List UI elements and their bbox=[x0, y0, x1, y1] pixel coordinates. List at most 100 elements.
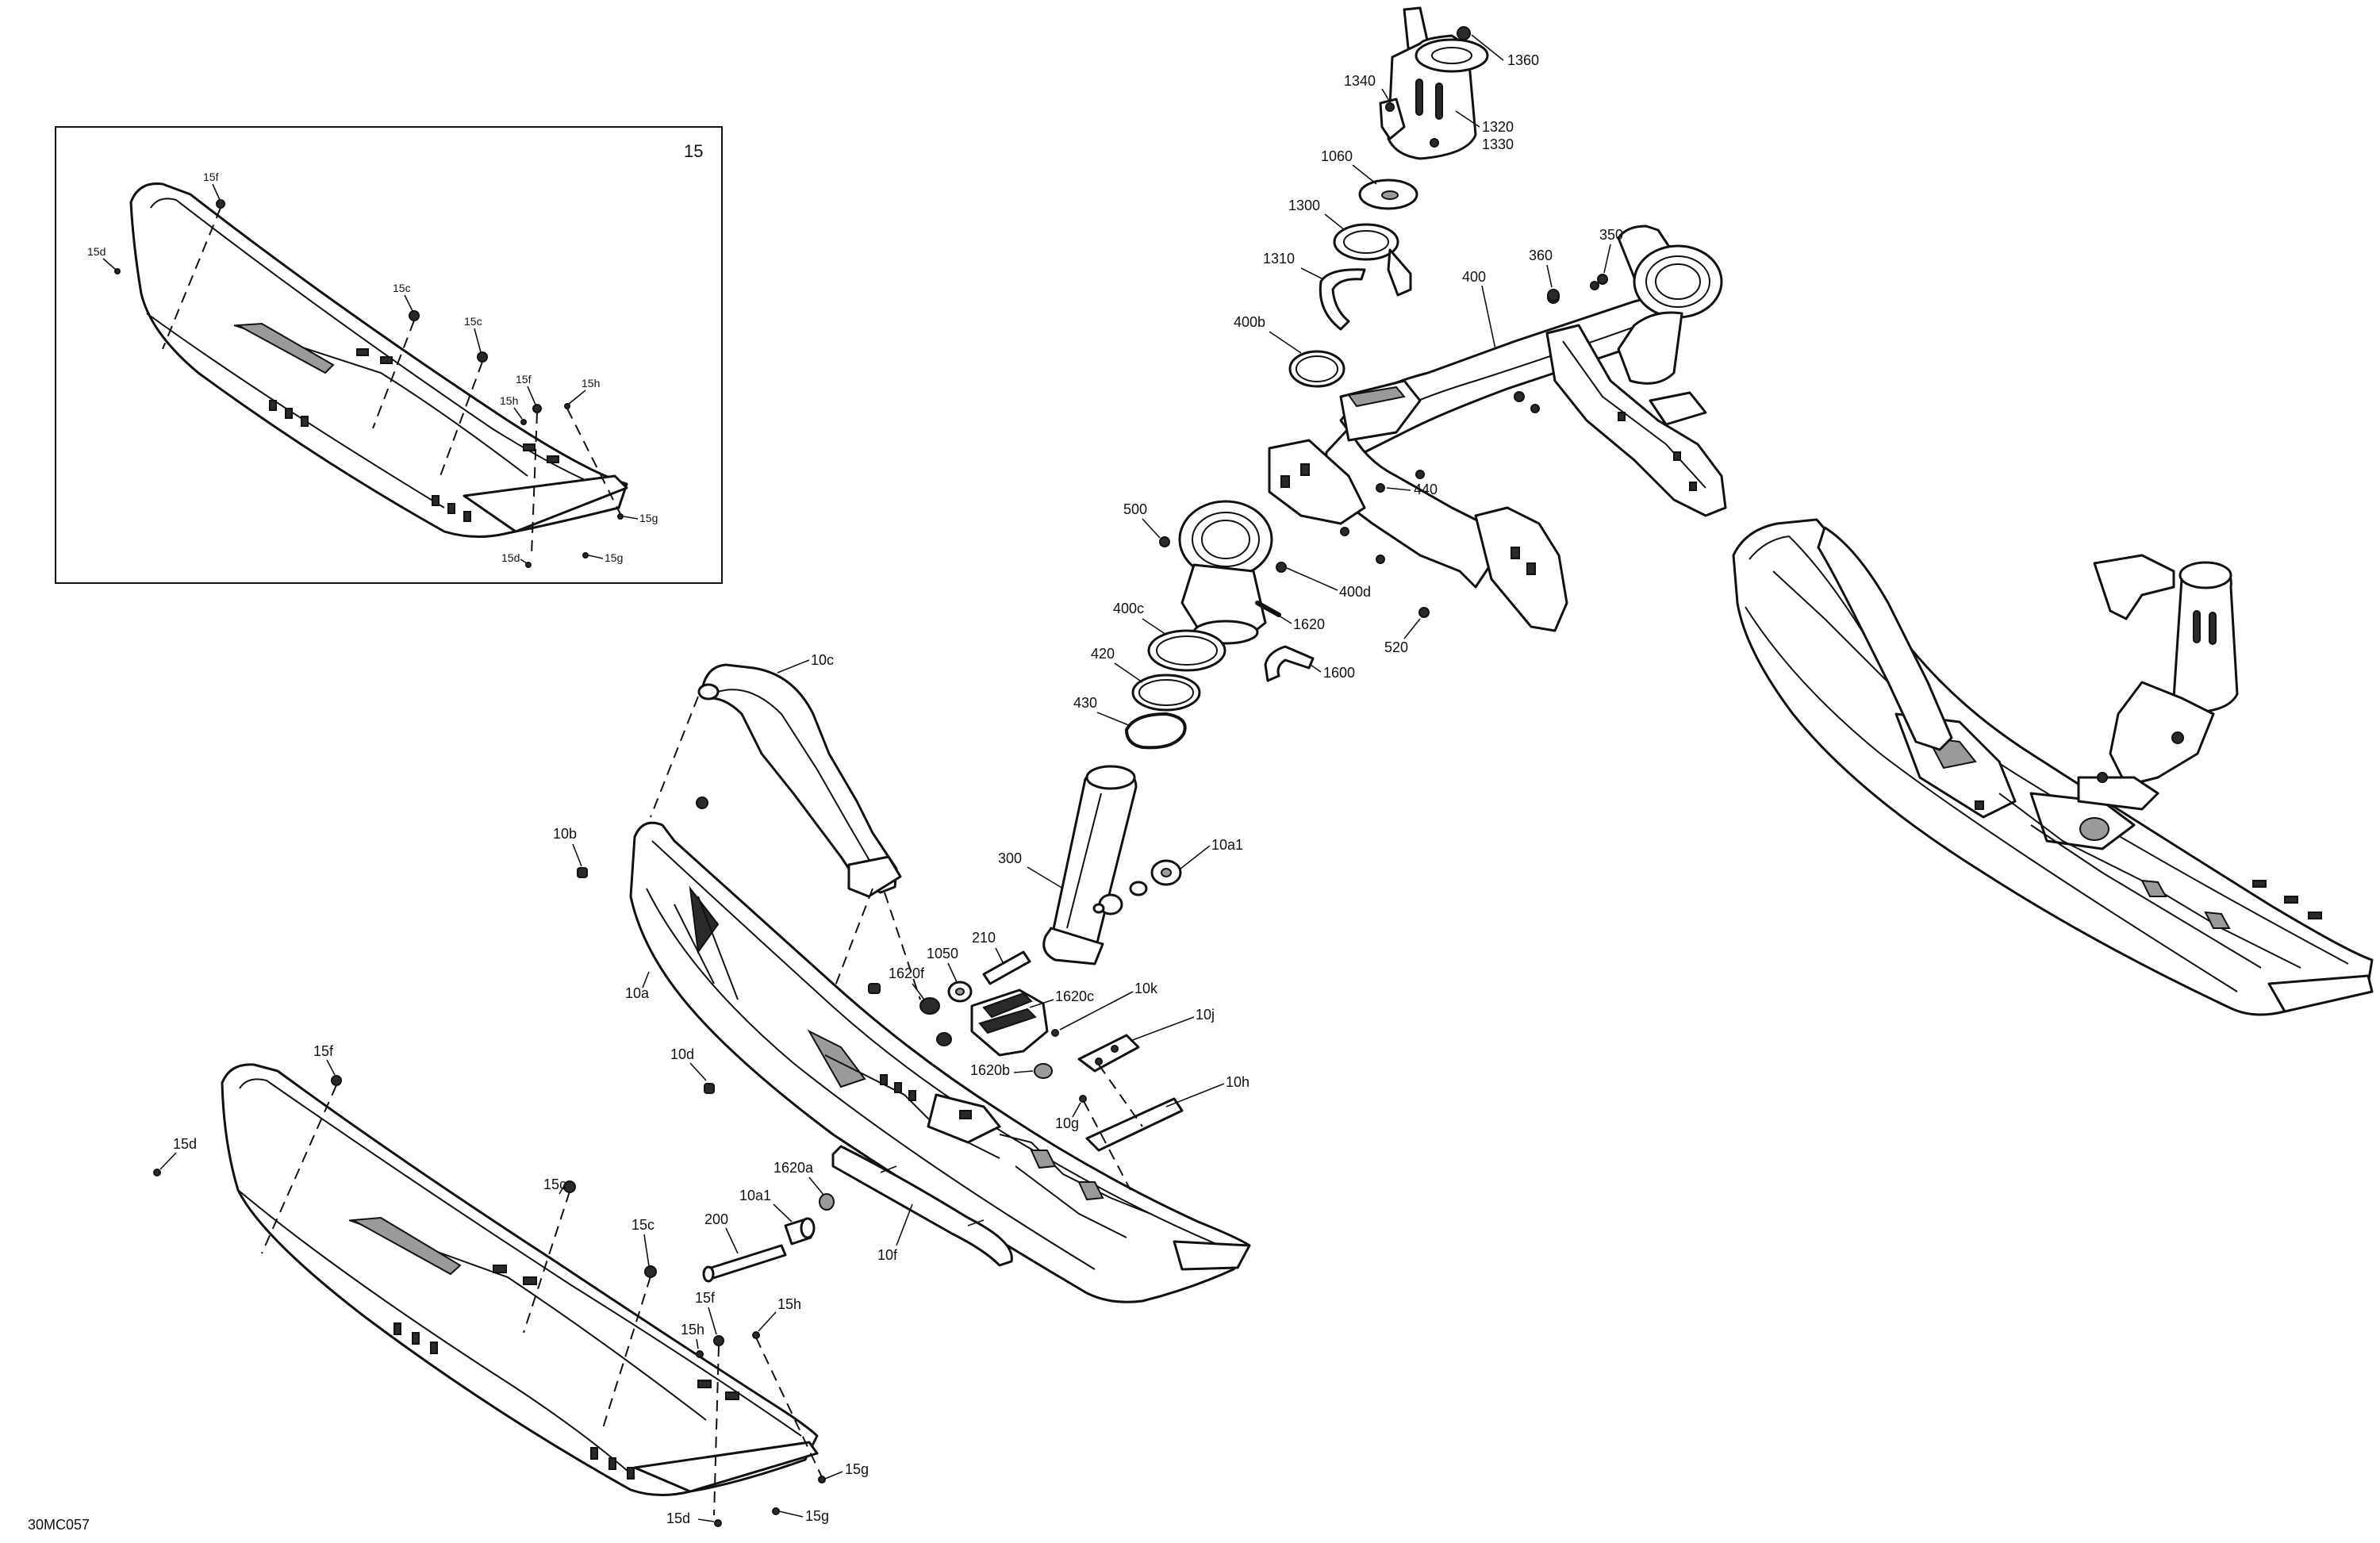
callout-10a: 10a bbox=[625, 985, 650, 1001]
callout-15g: 15g bbox=[845, 1461, 869, 1477]
nut-1620f bbox=[919, 997, 940, 1015]
inset-frame bbox=[55, 126, 723, 584]
screw-440 bbox=[1376, 483, 1385, 493]
callout-15c-2: 15c bbox=[631, 1217, 654, 1233]
callout-1600: 1600 bbox=[1323, 665, 1355, 681]
washer-1060 bbox=[1358, 178, 1418, 210]
callout-1060: 1060 bbox=[1321, 148, 1353, 164]
callout-1330: 1330 bbox=[1482, 136, 1514, 152]
steering-beam-400 bbox=[1178, 225, 1727, 645]
callout-15c: 15c bbox=[543, 1176, 566, 1192]
bolt-10g bbox=[1079, 1095, 1087, 1103]
callout-1300: 1300 bbox=[1288, 198, 1320, 213]
inset-ski-runner bbox=[114, 182, 628, 568]
callout-430: 430 bbox=[1073, 695, 1097, 711]
callout-1340: 1340 bbox=[1344, 73, 1376, 89]
ring-420 bbox=[1131, 674, 1201, 712]
handle-alignment-line bbox=[650, 696, 921, 1000]
callout-15f-2: 15f bbox=[516, 373, 532, 386]
callout-15c-2: 15c bbox=[464, 315, 482, 328]
clip-1310 bbox=[1319, 268, 1366, 331]
spindle-300 bbox=[1042, 765, 1138, 965]
callout-1620a: 1620a bbox=[774, 1160, 814, 1176]
callout-15d: 15d bbox=[173, 1136, 197, 1152]
callout-1360: 1360 bbox=[1507, 52, 1539, 68]
callout-1320: 1320 bbox=[1482, 119, 1514, 135]
callout-10a1-top: 10a1 bbox=[1211, 837, 1243, 853]
callout-10j: 10j bbox=[1196, 1007, 1215, 1023]
damper-1620c bbox=[970, 988, 1049, 1057]
wear-bar-10f bbox=[831, 1145, 1013, 1267]
callout-1620b: 1620b bbox=[970, 1062, 1010, 1078]
callout-15d-2: 15d bbox=[666, 1510, 690, 1526]
assembled-ski-right bbox=[1732, 518, 2374, 1016]
callout-15h: 15h bbox=[500, 394, 518, 407]
callout-350: 350 bbox=[1599, 227, 1623, 243]
callout-15g: 15g bbox=[639, 512, 658, 524]
plate-10j bbox=[1077, 1034, 1140, 1073]
callout-360: 360 bbox=[1529, 248, 1553, 263]
inset-detail-15: 15 bbox=[55, 126, 723, 584]
callout-1050: 1050 bbox=[927, 946, 958, 961]
callout-200: 200 bbox=[704, 1211, 728, 1227]
callout-520: 520 bbox=[1384, 639, 1408, 655]
callout-10d: 10d bbox=[670, 1046, 694, 1062]
pin-1620 bbox=[1255, 601, 1281, 617]
callout-10f: 10f bbox=[877, 1247, 898, 1263]
nut-1620a bbox=[819, 1193, 835, 1211]
clip-1600 bbox=[1264, 645, 1315, 682]
callout-15g-2: 15g bbox=[805, 1508, 829, 1524]
bushing-10a1-low bbox=[784, 1217, 816, 1246]
callout-440: 440 bbox=[1414, 482, 1438, 497]
callout-1620f: 1620f bbox=[889, 965, 925, 981]
callout-500: 500 bbox=[1123, 501, 1147, 517]
callout-1310: 1310 bbox=[1263, 251, 1295, 267]
callout-400c: 400c bbox=[1113, 601, 1144, 616]
callout-400b: 400b bbox=[1234, 314, 1265, 330]
ring-400c bbox=[1147, 629, 1226, 672]
inset-callouts: 15f 15d 15c 15c 15f 15h 15h 15g 15d 15g bbox=[87, 171, 658, 564]
callout-15d-2: 15d bbox=[501, 551, 520, 564]
callout-210: 210 bbox=[972, 930, 996, 946]
bushing-10a1-top bbox=[1092, 859, 1182, 915]
screw-10k bbox=[1051, 1029, 1059, 1037]
callout-15g-2: 15g bbox=[605, 551, 623, 564]
callout-1620: 1620 bbox=[1293, 616, 1325, 632]
callouts: 1360 1340 1320 1330 1060 1300 1310 400b … bbox=[159, 34, 1623, 1526]
inset-label: 15 bbox=[684, 141, 703, 161]
pin-210 bbox=[982, 950, 1031, 985]
callout-400d: 400d bbox=[1339, 584, 1371, 600]
callout-15f-2: 15f bbox=[695, 1290, 716, 1306]
ring-430 bbox=[1124, 712, 1187, 750]
nut-360 bbox=[1547, 289, 1560, 301]
callout-15h-2: 15h bbox=[582, 377, 600, 390]
callout-15h-2: 15h bbox=[777, 1296, 801, 1312]
bolt-350 bbox=[1597, 274, 1608, 285]
callout-15d: 15d bbox=[87, 245, 106, 258]
bolt-10b bbox=[577, 867, 588, 878]
callout-15c: 15c bbox=[393, 282, 411, 294]
ski-handle-10c bbox=[697, 663, 902, 898]
callout-10g: 10g bbox=[1055, 1115, 1079, 1131]
bolt-200 bbox=[702, 1244, 787, 1283]
callout-15f: 15f bbox=[203, 171, 219, 183]
callout-10a1-low: 10a1 bbox=[739, 1188, 771, 1203]
nut-1620b bbox=[1034, 1063, 1053, 1079]
callout-400: 400 bbox=[1462, 269, 1486, 285]
callout-10b: 10b bbox=[553, 826, 577, 842]
callout-15h: 15h bbox=[681, 1322, 704, 1338]
drawing-code: 30MC057 bbox=[28, 1517, 90, 1533]
bushing-1050 bbox=[947, 981, 973, 1003]
bracket-1300 bbox=[1333, 223, 1412, 297]
bolt-1620f bbox=[868, 983, 881, 994]
plate-10h bbox=[1085, 1097, 1184, 1152]
spindle-housing bbox=[1379, 6, 1489, 160]
callout-10h: 10h bbox=[1226, 1074, 1250, 1090]
screw-500 bbox=[1159, 536, 1170, 547]
callout-10k: 10k bbox=[1134, 981, 1158, 996]
callout-420: 420 bbox=[1091, 646, 1115, 662]
bolt-10d bbox=[704, 1083, 715, 1094]
callout-15f: 15f bbox=[313, 1043, 334, 1059]
lower-ski-15 bbox=[153, 1063, 826, 1527]
